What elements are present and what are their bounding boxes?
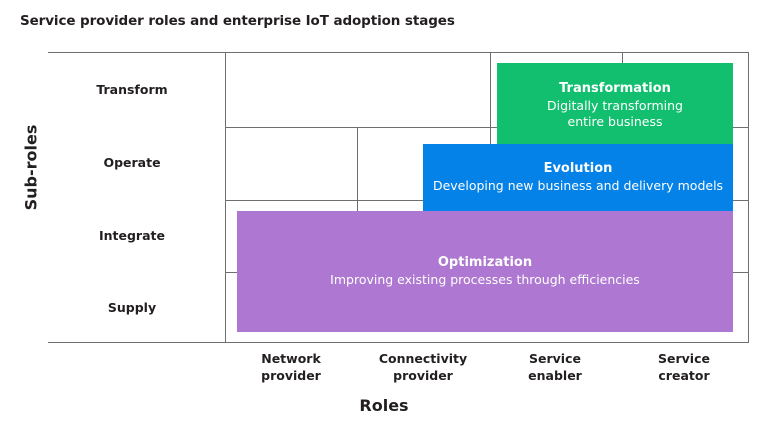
- col-label-service-enabler-line2: enabler: [528, 367, 582, 383]
- stage-box-optimization[interactable]: Optimization Improving existing processe…: [237, 211, 733, 332]
- col-label-connectivity-provider-line1: Connectivity: [378, 351, 468, 366]
- page-title: Service provider roles and enterprise Io…: [20, 13, 455, 29]
- gridline-transform-operate: [225, 127, 749, 128]
- row-label-transform: Transform: [96, 82, 168, 97]
- row-label-operate: Operate: [103, 155, 161, 170]
- x-axis-title: Roles: [359, 396, 409, 415]
- col-label-service-creator: Service creator: [618, 351, 750, 385]
- stage-desc-transformation-line1: Digitally transforming: [547, 97, 683, 113]
- gridline-bottom: [48, 342, 749, 343]
- stage-desc-optimization-line1: Improving existing processes through eff…: [330, 271, 640, 287]
- gridline-col-1: [357, 127, 358, 273]
- y-axis-title: Sub-roles: [21, 124, 41, 211]
- col-label-network-provider-line1: Network: [261, 351, 321, 366]
- col-label-service-creator-line2: creator: [658, 367, 710, 383]
- row-label-integrate: Integrate: [98, 228, 165, 243]
- axis-line-vertical: [225, 52, 226, 343]
- col-label-network-provider: Network provider: [225, 351, 357, 385]
- gridline-right: [748, 52, 749, 343]
- stage-box-transformation[interactable]: Transformation Digitally transforming en…: [497, 63, 733, 148]
- col-label-service-creator-line1: Service: [658, 351, 710, 366]
- chart-plot-area: Transformation Digitally transforming en…: [48, 52, 749, 343]
- stage-name-optimization: Optimization: [437, 255, 533, 271]
- col-label-service-enabler-line1: Service: [529, 351, 581, 366]
- stage-desc-evolution-line1: Developing new business and delivery mod…: [432, 177, 724, 193]
- col-label-network-provider-line2: provider: [261, 367, 321, 383]
- stage-name-evolution: Evolution: [543, 161, 613, 177]
- col-label-connectivity-provider-line2: provider: [393, 367, 453, 383]
- gridline-top: [48, 52, 749, 53]
- stage-box-evolution[interactable]: Evolution Developing new business and de…: [423, 144, 733, 211]
- row-label-supply: Supply: [107, 300, 157, 315]
- stage-name-transformation: Transformation: [559, 81, 671, 97]
- col-label-connectivity-provider: Connectivity provider: [357, 351, 489, 385]
- stage-desc-transformation-line2: entire business: [567, 113, 663, 129]
- col-label-service-enabler: Service enabler: [489, 351, 621, 385]
